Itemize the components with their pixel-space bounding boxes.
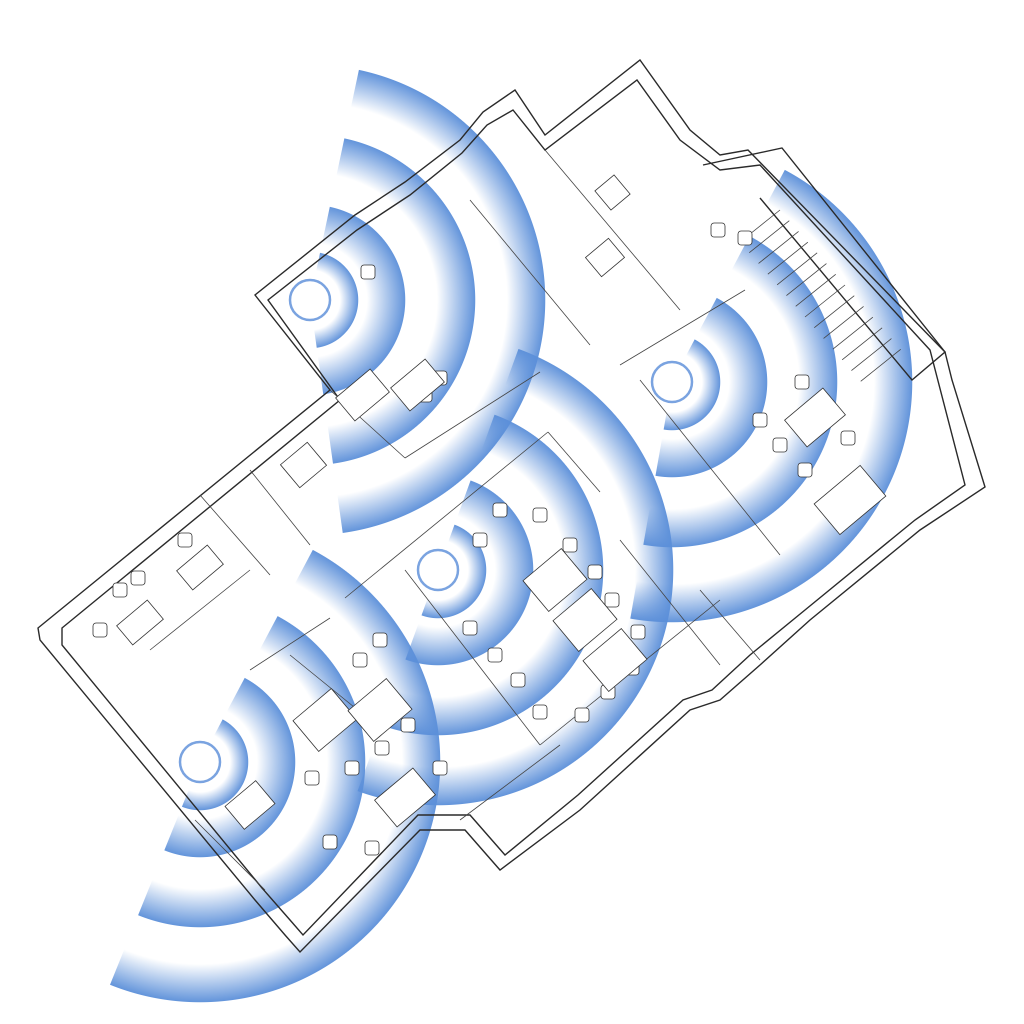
chair-icon (630, 624, 646, 640)
interior-wall (249, 617, 331, 671)
interior-wall (149, 569, 251, 651)
stair-step (749, 220, 790, 254)
chair-icon (177, 532, 193, 548)
wifi-coverage-layer (109, 68, 914, 1004)
chair-icon (532, 704, 548, 720)
desk (584, 237, 626, 278)
chair-icon (472, 532, 488, 548)
chair-icon (772, 437, 788, 453)
desk (116, 599, 164, 646)
chair-icon (372, 632, 388, 648)
interior-wall (199, 494, 271, 576)
stair-wall (702, 147, 946, 381)
desk (374, 767, 436, 828)
interior-wall (547, 431, 601, 493)
desk (390, 358, 445, 412)
stair-step (860, 348, 901, 382)
stair-step (804, 284, 846, 318)
chair-icon (462, 620, 478, 636)
chair-icon (492, 502, 508, 518)
chair-icon (587, 564, 603, 580)
chair-icon (574, 707, 590, 723)
interior-wall (639, 379, 781, 556)
chair-icon (752, 412, 768, 428)
chair-icon (604, 592, 620, 608)
chair-icon (374, 740, 390, 756)
chair-icon (710, 222, 726, 238)
chair-icon (130, 570, 146, 586)
chair-icon (487, 647, 503, 663)
stair-step (832, 316, 874, 350)
desk (335, 368, 390, 422)
chair-icon (112, 582, 128, 598)
access-point-icon[interactable] (288, 278, 332, 322)
access-point-icon[interactable] (416, 548, 460, 592)
chair-icon (352, 652, 368, 668)
interior-wall (344, 431, 549, 599)
walls-layer (37, 58, 986, 954)
desk (784, 387, 846, 448)
stair-step (823, 306, 864, 339)
chair-icon (840, 430, 856, 446)
desk (813, 464, 887, 536)
chair-icon (360, 264, 376, 280)
interior-wall (249, 469, 311, 546)
chair-icon (344, 760, 360, 776)
stair-step (851, 338, 892, 371)
stair-step (758, 231, 799, 264)
stair-step (767, 241, 809, 275)
staircase (739, 209, 901, 382)
interior-wall (194, 819, 266, 891)
interior-wall (459, 744, 561, 821)
inner-outline (61, 79, 966, 937)
chair-icon (737, 230, 753, 246)
stair-step (795, 273, 836, 307)
chair-icon (562, 537, 578, 553)
desk (292, 688, 358, 752)
desk (279, 441, 328, 489)
stair-step (786, 263, 827, 296)
furniture-layer (92, 174, 887, 856)
access-points (178, 278, 694, 784)
chair-icon (510, 672, 526, 688)
desk (176, 544, 224, 591)
coverage-zone (310, 68, 548, 535)
coverage-zone (356, 347, 675, 807)
chair-icon (364, 840, 380, 856)
desk (347, 678, 413, 742)
chair-icon (322, 834, 338, 850)
stair-step (776, 252, 818, 286)
chair-icon (794, 374, 810, 390)
desk (594, 174, 631, 211)
access-point-icon[interactable] (178, 740, 222, 784)
interior-wall (404, 371, 541, 459)
desk (552, 588, 618, 652)
desk (224, 780, 276, 830)
interior-wall (404, 569, 541, 746)
desk (582, 628, 648, 692)
chair-icon (432, 760, 448, 776)
chair-icon (532, 507, 548, 523)
interior-wall (469, 199, 591, 346)
chair-icon (304, 770, 320, 786)
stair-step (814, 295, 855, 329)
stair-step (841, 327, 883, 361)
chair-icon (797, 462, 813, 478)
interior-wall (619, 539, 721, 666)
outer-wall (37, 58, 986, 954)
interior-wall (699, 589, 761, 661)
access-point-icon[interactable] (650, 360, 694, 404)
chair-icon (92, 622, 108, 638)
interior-wall (619, 289, 746, 366)
chair-icon (400, 717, 416, 733)
interior-wall (544, 149, 681, 311)
desk (522, 548, 588, 612)
